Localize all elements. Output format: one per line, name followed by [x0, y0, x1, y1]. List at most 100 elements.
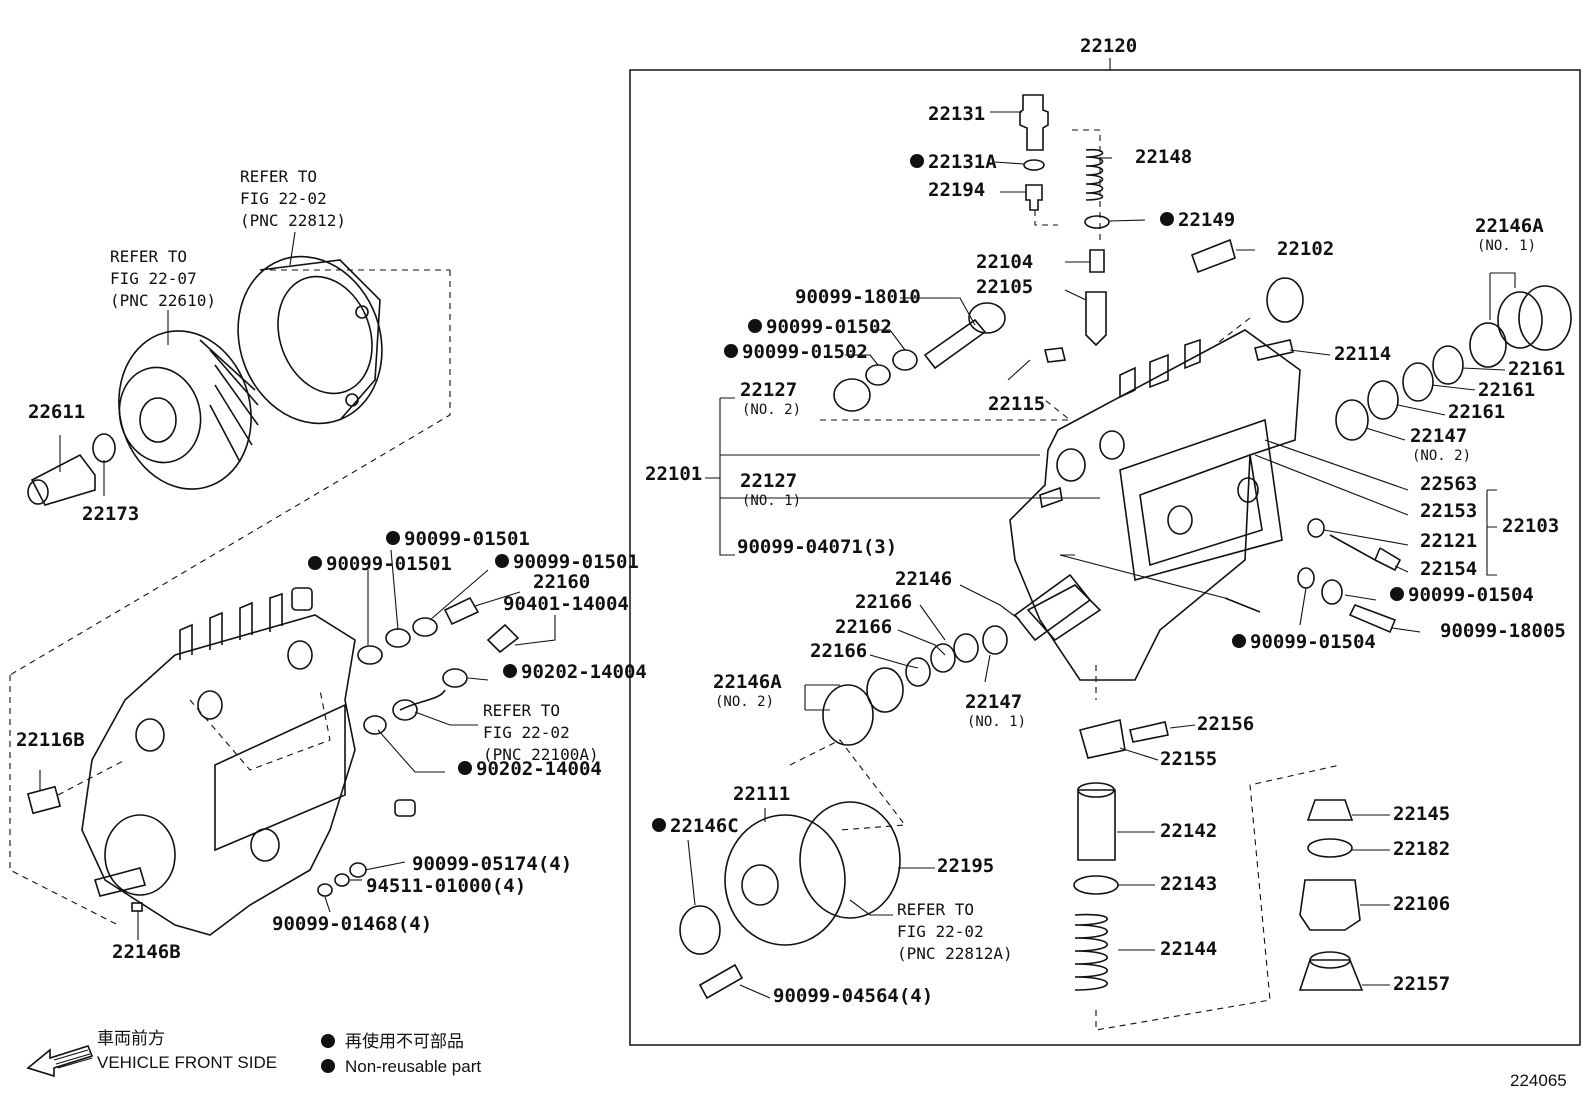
cap-22145	[1306, 799, 1354, 821]
callout-22106: 22106	[1393, 893, 1450, 915]
part-label: 22104	[976, 251, 1033, 273]
injection-pump-body-main	[1009, 329, 1301, 681]
gasket-22195	[799, 801, 901, 919]
part-number: 90202-14004	[521, 661, 647, 683]
callout-22161: 22161	[1478, 379, 1535, 401]
svg-text:REFER TO: REFER TO	[240, 167, 317, 186]
part-label: 22146A	[1475, 215, 1544, 237]
part-number: 90099-01504	[1408, 584, 1534, 606]
fitting-22127-no2	[833, 378, 871, 412]
gasket-90202-b	[363, 715, 387, 735]
shaft-22146	[1013, 573, 1092, 642]
callout-22115: 22115	[988, 393, 1045, 415]
nonreusable-dot-icon	[1390, 587, 1404, 601]
part-number: 90099-18005	[1440, 620, 1566, 642]
bolt-90401	[486, 623, 520, 654]
callout-22146a: 22146A(NO. 1)	[1475, 215, 1544, 254]
legend-front-jp: 車両前方	[97, 1029, 165, 1048]
pin-left	[291, 587, 313, 611]
part-number: 90099-01502	[742, 341, 868, 363]
callout-22145: 22145	[1393, 803, 1450, 825]
part-number: 90099-05174(4)	[412, 853, 572, 875]
part-label: 22131	[928, 103, 985, 125]
callout-22146b: 22146B	[112, 941, 181, 963]
part-label: 22106	[1393, 893, 1450, 915]
gear-22146A-no1	[1469, 322, 1507, 368]
part-label: 22160	[533, 571, 590, 593]
valve-22104	[1089, 249, 1105, 273]
washer-94511	[334, 873, 350, 887]
stud-90099-18010	[923, 318, 987, 370]
gear-22146A-no2	[866, 667, 904, 713]
callout-22161: 22161	[1508, 358, 1565, 380]
legend-nonreuse-jp: 再使用不可部品	[345, 1031, 464, 1051]
part-number: 94511-01000(4)	[366, 875, 526, 897]
callout-90099-01468-4-: 90099-01468(4)	[272, 913, 432, 935]
part-label: 22194	[928, 179, 985, 201]
callout-90401-14004: 90401-14004	[503, 593, 629, 615]
part-label: 22142	[1160, 820, 1217, 842]
part-label: 22161	[1508, 358, 1565, 380]
callout-22182: 22182	[1393, 838, 1450, 860]
callout-22166: 22166	[810, 640, 867, 662]
washer-22182	[1307, 838, 1353, 858]
callout-22563: 22563	[1420, 473, 1477, 495]
callout-22131a: 22131A	[910, 151, 997, 173]
callout-22153: 22153	[1420, 500, 1477, 522]
callout-90099-01501: 90099-01501	[386, 528, 530, 550]
gasket-01504-a	[1297, 567, 1315, 589]
part-labels: 226112217322116B22146B90099-0150190099-0…	[16, 103, 1566, 1007]
callout-22173: 22173	[82, 503, 139, 525]
svg-text:(PNC 22100A): (PNC 22100A)	[483, 745, 599, 764]
seal-22147-no1	[982, 625, 1008, 655]
part-label: 22121	[1420, 530, 1477, 552]
holder-22105	[1085, 291, 1107, 347]
nonreusable-dot-icon	[321, 1034, 335, 1048]
housing-cover	[237, 255, 383, 425]
callout-22146c: 22146C	[652, 815, 739, 837]
callout-90099-04071-3-: 90099-04071(3)	[737, 536, 897, 558]
callout-22146: 22146	[895, 568, 952, 590]
part-number: 90202-14004	[476, 758, 602, 780]
holder-22106	[1299, 879, 1361, 931]
callout-22161: 22161	[1448, 401, 1505, 423]
part-label: 22111	[733, 783, 790, 805]
callout-22160: 22160	[533, 571, 590, 593]
ref-note-22812A: REFER TO FIG 22-02 (PNC 22812A)	[897, 900, 1013, 963]
callout-22154: 22154	[1420, 558, 1477, 580]
callout-22111: 22111	[733, 783, 790, 805]
seal-22146C	[679, 905, 721, 955]
valve-22131	[1019, 94, 1049, 151]
svg-text:REFER TO: REFER TO	[110, 247, 187, 266]
injection-pump-body-left	[81, 592, 356, 936]
part-label: 22115	[988, 393, 1045, 415]
part-label: 22173	[82, 503, 139, 525]
nonreusable-dot-icon	[748, 319, 762, 333]
svg-text:FIG 22-02: FIG 22-02	[483, 723, 570, 742]
callout-90099-01502: 90099-01502	[724, 341, 868, 363]
nonreusable-dot-icon	[1160, 212, 1174, 226]
nonreusable-dot-icon	[308, 556, 322, 570]
callout-90099-04564-4-: 90099-04564(4)	[773, 985, 933, 1007]
part-label: 22102	[1277, 238, 1334, 260]
leader-lines	[687, 111, 1506, 999]
part-number: 90099-01504	[1250, 631, 1376, 653]
shim-22161-a	[1432, 345, 1464, 385]
ref-note-22812: REFER TO FIG 22-02 (PNC 22812)	[240, 167, 346, 230]
svg-text:FIG 22-02: FIG 22-02	[897, 922, 984, 941]
pulley-22111	[724, 814, 846, 946]
callout-90099-01504: 90099-01504	[1390, 584, 1534, 606]
nonreusable-dot-icon	[1232, 634, 1246, 648]
gasket-01501-c	[412, 617, 438, 637]
callout-22155: 22155	[1160, 748, 1217, 770]
shim-22161-b	[1402, 362, 1434, 402]
legend-nonreuse-en: Non-reusable part	[345, 1057, 481, 1076]
spring-22144	[1074, 913, 1109, 991]
part-label: 22131A	[928, 151, 997, 173]
gasket-01501-a	[357, 645, 383, 665]
part-label: 22105	[976, 276, 1033, 298]
spacer-22166-b	[930, 643, 956, 673]
callout-22148: 22148	[1135, 146, 1192, 168]
screw-22154	[1329, 534, 1402, 572]
